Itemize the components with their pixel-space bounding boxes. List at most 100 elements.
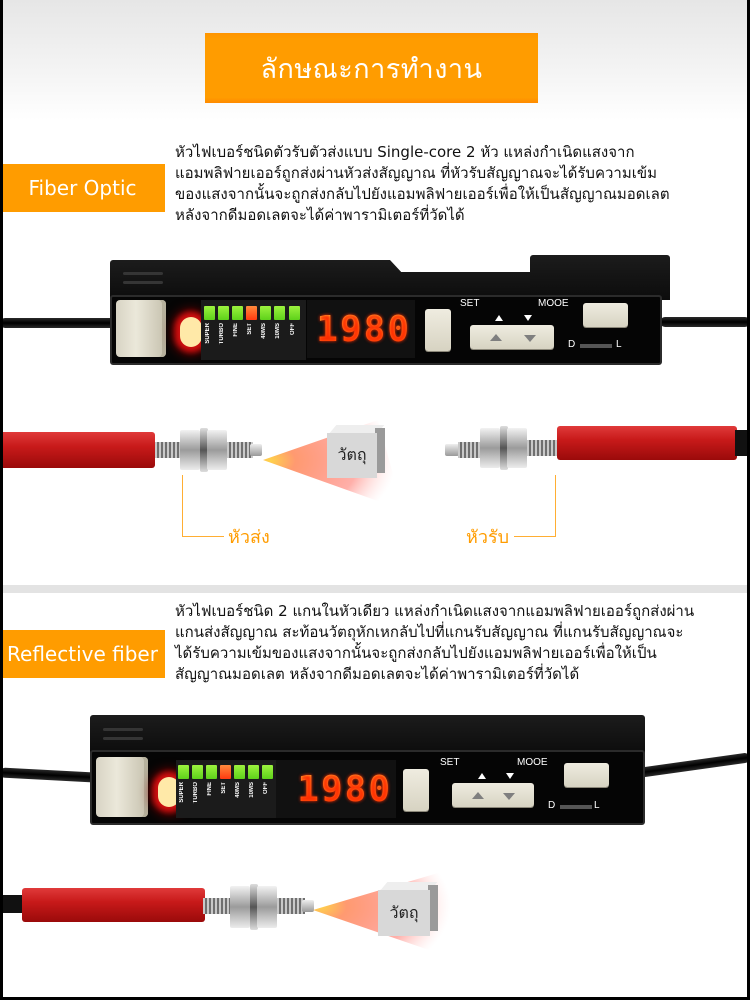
section-description-reflective-fiber: หัวไฟเบอร์ชนิด 2 แกนในหัวเดียว แหล่งกำเน… bbox=[175, 601, 745, 685]
hex-nut bbox=[257, 886, 277, 928]
object-cube: วัตถุ bbox=[327, 425, 387, 485]
hex-nut bbox=[180, 430, 200, 470]
washer bbox=[250, 884, 258, 930]
thread bbox=[527, 440, 557, 456]
description-line: ได้รับความเข้มของแสงจากนั้นจะถูกส่งกลับไ… bbox=[175, 644, 657, 662]
led-fine bbox=[232, 306, 243, 320]
description-line: หลังจากดีมอดเลตจะได้ค่าพารามิเตอร์ที่วัด… bbox=[175, 206, 465, 224]
amplifier-cable-right bbox=[639, 752, 750, 778]
led-10ms bbox=[248, 765, 259, 779]
up-arrow-icon bbox=[478, 773, 486, 779]
led-label: 10MS bbox=[249, 782, 255, 798]
description-line: สัญญาณมอดเลต หลังจากดีมอดเลตจะได้ค่าพารา… bbox=[175, 665, 580, 683]
red-fiber-sleeve bbox=[22, 888, 205, 922]
set-button[interactable] bbox=[403, 769, 429, 811]
mode-label: MOOE bbox=[538, 298, 569, 309]
frame-border bbox=[0, 0, 3, 1000]
switch-label-l: L bbox=[616, 339, 622, 350]
up-down-button[interactable] bbox=[452, 783, 534, 807]
fiber-amplifier-2: SUPER TURBO FINE SET 40MS 10MS OFF 1980 … bbox=[0, 710, 750, 835]
thread bbox=[155, 442, 185, 458]
led-set bbox=[246, 306, 257, 320]
led-label: TURBO bbox=[193, 782, 199, 804]
hex-nut bbox=[507, 428, 527, 468]
vent-slot bbox=[123, 281, 163, 284]
display-value: 1980 bbox=[297, 768, 392, 810]
vent-slot bbox=[103, 728, 143, 731]
led-label: TURBO bbox=[219, 323, 225, 345]
cable-connector bbox=[96, 757, 148, 817]
section-description-fiber-optic: หัวไฟเบอร์ชนิดตัวรับตัวส่งแบบ Single-cor… bbox=[175, 142, 745, 226]
led-super bbox=[178, 765, 189, 779]
amplifier-cable-left bbox=[0, 767, 96, 783]
thread bbox=[458, 442, 482, 458]
power-led-icon bbox=[180, 317, 202, 347]
set-button[interactable] bbox=[425, 309, 451, 351]
set-label: SET bbox=[440, 757, 460, 768]
section-divider bbox=[3, 585, 747, 593]
switch-label-d: D bbox=[548, 800, 556, 811]
object-label: วัตถุ bbox=[327, 433, 377, 478]
emitter-callout-line bbox=[182, 475, 224, 537]
up-arrow-icon bbox=[472, 792, 484, 799]
description-line: แกนส่งสัญญาณ สะท้อนวัตถุหักเหกลับไปที่แก… bbox=[175, 623, 684, 641]
hex-nut bbox=[480, 428, 500, 468]
down-arrow-icon bbox=[524, 335, 536, 342]
led-set bbox=[220, 765, 231, 779]
led-turbo bbox=[192, 765, 203, 779]
set-label: SET bbox=[460, 298, 480, 309]
led-label: 10MS bbox=[275, 323, 281, 339]
led-label: 40MS bbox=[261, 323, 267, 339]
vent-slot bbox=[103, 737, 143, 740]
amplifier-cable-right bbox=[660, 317, 750, 327]
mode-button[interactable] bbox=[564, 763, 609, 787]
thread bbox=[203, 898, 233, 914]
reflective-fiber-head bbox=[0, 880, 320, 940]
emitter-fiber-head bbox=[0, 420, 270, 480]
receiver-label: หัวรับ bbox=[466, 527, 510, 548]
led-super bbox=[204, 306, 215, 320]
led-off bbox=[289, 306, 300, 320]
vent-slot bbox=[123, 272, 163, 275]
red-fiber-sleeve bbox=[0, 432, 155, 468]
fiber-tip bbox=[302, 900, 314, 912]
receiver-callout-line bbox=[514, 475, 556, 537]
washer bbox=[200, 428, 208, 472]
digital-display: 1980 bbox=[307, 300, 415, 358]
led-label: FINE bbox=[207, 782, 213, 796]
amplifier-cable-left bbox=[0, 318, 115, 328]
frame-border bbox=[0, 997, 750, 1000]
led-fine bbox=[206, 765, 217, 779]
mode-label: MOOE bbox=[517, 757, 548, 768]
dl-switch[interactable] bbox=[580, 344, 612, 348]
led-label: OFF bbox=[290, 323, 296, 335]
led-label: OFF bbox=[263, 782, 269, 794]
led-turbo bbox=[218, 306, 229, 320]
mode-button[interactable] bbox=[583, 303, 628, 327]
led-40ms bbox=[234, 765, 245, 779]
hex-nut bbox=[230, 886, 250, 928]
description-line: แอมพลิฟายเออร์ถูกส่งผ่านหัวส่งสัญญาณ ที่… bbox=[175, 164, 657, 182]
switch-label-l: L bbox=[594, 800, 600, 811]
down-arrow-icon bbox=[524, 315, 532, 321]
description-line: หัวไฟเบอร์ชนิด 2 แกนในหัวเดียว แหล่งกำเน… bbox=[175, 602, 695, 620]
up-arrow-icon bbox=[490, 334, 502, 341]
dl-switch[interactable] bbox=[560, 805, 592, 809]
led-off bbox=[262, 765, 273, 779]
object-label: วัตถุ bbox=[378, 890, 430, 936]
black-cable bbox=[735, 430, 750, 456]
digital-display: 1980 bbox=[276, 760, 396, 818]
emitter-label: หัวส่ง bbox=[228, 527, 270, 548]
led-40ms bbox=[260, 306, 271, 320]
led-label: FINE bbox=[233, 323, 239, 337]
up-down-button[interactable] bbox=[470, 325, 554, 349]
cable-connector bbox=[116, 300, 166, 357]
power-led-icon bbox=[158, 777, 180, 807]
led-label: SET bbox=[247, 323, 253, 335]
down-arrow-icon bbox=[503, 793, 515, 800]
fiber-tip bbox=[250, 444, 262, 456]
switch-label-d: D bbox=[568, 339, 576, 350]
section-tag-reflective-fiber: Reflective fiber bbox=[0, 630, 165, 678]
receiver-fiber-head bbox=[440, 420, 750, 480]
